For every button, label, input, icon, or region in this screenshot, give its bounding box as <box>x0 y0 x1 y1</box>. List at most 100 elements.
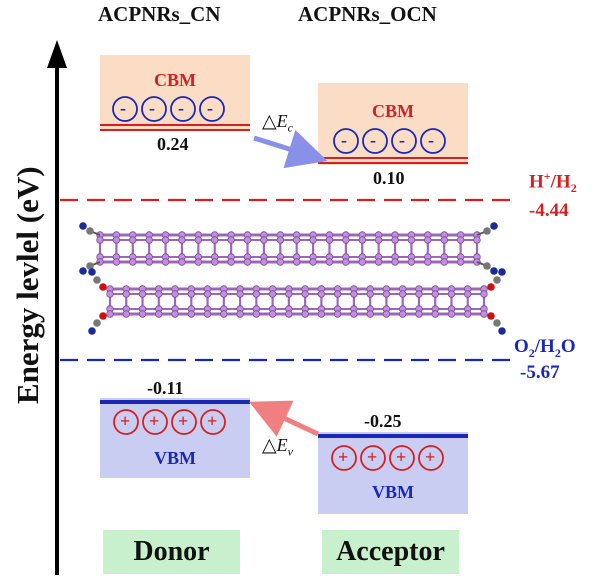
donor-ribbon-atom <box>276 236 285 244</box>
donor-role-label: Donor <box>103 530 240 574</box>
donor-ribbon-carbon-atom <box>483 227 491 235</box>
donor-ribbon-atom <box>440 258 448 266</box>
acceptor-ribbon-atom <box>155 290 163 298</box>
acceptor-ribbon-atom <box>431 290 439 298</box>
acceptor-ribbon-carbon-atom <box>93 319 101 327</box>
acceptor-ribbon-atom <box>480 290 488 298</box>
acceptor-ribbon-atom <box>350 310 358 318</box>
acceptor-ribbon-nitrogen-atom <box>88 268 96 276</box>
donor-ribbon-atom <box>161 258 170 266</box>
acceptor-holes <box>331 445 444 471</box>
acceptor-ribbon-oxygen-atom <box>99 312 107 320</box>
donor-ribbon-atom <box>473 236 481 244</box>
acceptor-ribbon-atom <box>122 310 130 318</box>
acceptor-ribbon-atom <box>382 310 391 318</box>
donor-ribbon-atom <box>145 258 153 266</box>
acceptor-ribbon-atom <box>236 290 244 298</box>
acceptor-ribbon-atom <box>220 290 228 298</box>
acceptor-ribbon-atom <box>138 290 147 298</box>
acceptor-ribbon-carbon-atom <box>493 319 501 327</box>
acceptor-ribbon-atom <box>447 290 456 298</box>
acceptor-ribbon-nitrogen-atom <box>498 327 506 335</box>
acceptor-ribbon-atom <box>464 310 472 318</box>
acceptor-ribbon-atom <box>415 310 423 318</box>
acceptor-ribbon-atom <box>106 290 114 298</box>
acceptor-role-label: Acceptor <box>322 530 459 574</box>
acceptor-ribbon-atom <box>220 310 228 318</box>
acceptor-ribbon-atom <box>268 290 277 298</box>
donor-electrons <box>112 96 225 122</box>
acceptor-ribbon-atom <box>268 310 277 318</box>
donor-ribbon-atom <box>374 258 383 266</box>
donor-ribbon-atom <box>391 236 399 244</box>
oxygen-potential-label: O2/H2O <box>514 336 576 360</box>
donor-holes <box>113 409 226 435</box>
acceptor-ribbon-atom <box>333 310 342 318</box>
donor-ribbon-atom <box>227 258 235 266</box>
acceptor-ribbon-nitrogen-atom <box>498 268 506 276</box>
acceptor-ribbon-atom <box>333 290 342 298</box>
donor-ribbon-carbon-atom <box>86 227 94 235</box>
donor-ribbon-atom <box>178 236 186 244</box>
donor-ribbon-atom <box>145 236 153 244</box>
donor-ribbon-atom <box>161 236 170 244</box>
acceptor-cbm-box <box>318 83 468 165</box>
acceptor-ribbon-carbon-atom <box>93 276 101 284</box>
donor-ribbon-atom <box>112 236 121 244</box>
acceptor-cbm-label: CBM <box>372 101 414 121</box>
acceptor-ribbon-atom <box>106 310 114 318</box>
acceptor-ribbon-oxygen-atom <box>99 283 107 291</box>
acceptor-ribbon-oxygen-atom <box>487 312 495 320</box>
donor-ribbon-atom <box>260 258 268 266</box>
donor-ribbon-atom <box>456 258 465 266</box>
donor-ribbon-carbon-atom <box>86 262 94 270</box>
donor-ribbon-atom <box>194 258 203 266</box>
acceptor-ribbon-atom <box>285 310 293 318</box>
acceptor-ribbon-atom <box>203 310 212 318</box>
acceptor-ribbon-atom <box>122 290 130 298</box>
acceptor-ribbon-atom <box>366 290 374 298</box>
donor-ribbon-atom <box>194 236 203 244</box>
acceptor-ribbon-atom <box>155 310 163 318</box>
nanoribbon-structures <box>79 222 506 335</box>
donor-ribbon-atom <box>424 258 432 266</box>
acceptor-ribbon-atom <box>447 310 456 318</box>
donor-ribbon-atom <box>243 236 252 244</box>
donor-ribbon-atom <box>292 258 301 266</box>
acceptor-ribbon-atom <box>301 310 309 318</box>
donor-cbm-label: CBM <box>154 70 196 90</box>
donor-ribbon-nitrogen-atom <box>79 222 87 230</box>
donor-ribbon-atom <box>391 258 399 266</box>
valence-offset-label: △Ev <box>262 435 293 459</box>
energy-axis-arrowhead-icon <box>47 40 67 68</box>
donor-ribbon-atom <box>292 236 301 244</box>
donor-ribbon-atom <box>276 258 285 266</box>
valence-offset-arrow <box>248 400 320 437</box>
acceptor-ribbon-atom <box>464 290 472 298</box>
donor-vbm-box <box>100 398 250 478</box>
acceptor-ribbon-atom <box>398 310 407 318</box>
donor-ribbon-atom <box>309 236 317 244</box>
donor-ribbon-atom <box>129 236 137 244</box>
donor-ribbon-nitrogen-atom <box>79 267 87 275</box>
donor-material-header: ACPNRs_CN <box>98 2 221 26</box>
acceptor-ribbon-atom <box>317 290 326 298</box>
acceptor-ribbon-atom <box>415 290 423 298</box>
donor-ribbon-atom <box>358 236 366 244</box>
donor-ribbon-atom <box>112 258 121 266</box>
donor-ribbon-atom <box>325 236 334 244</box>
acceptor-ribbon-atom <box>480 310 488 318</box>
donor-ribbon-carbon-atom <box>483 262 491 270</box>
acceptor-ribbon-atom <box>285 290 293 298</box>
hydrogen-potential-label: H+/H2 <box>529 169 577 196</box>
donor-ribbon-atom <box>358 258 366 266</box>
acceptor-ribbon-atom <box>301 290 309 298</box>
conduction-offset-label: △Ec <box>262 111 293 135</box>
donor-ribbon-atom <box>309 258 317 266</box>
acceptor-ribbon-atom <box>171 290 179 298</box>
donor-ribbon-atom <box>211 258 219 266</box>
acceptor-ribbon-nitrogen-atom <box>88 327 96 335</box>
acceptor-ribbon-oxygen-atom <box>487 283 495 291</box>
donor-ribbon-atom <box>96 236 104 244</box>
